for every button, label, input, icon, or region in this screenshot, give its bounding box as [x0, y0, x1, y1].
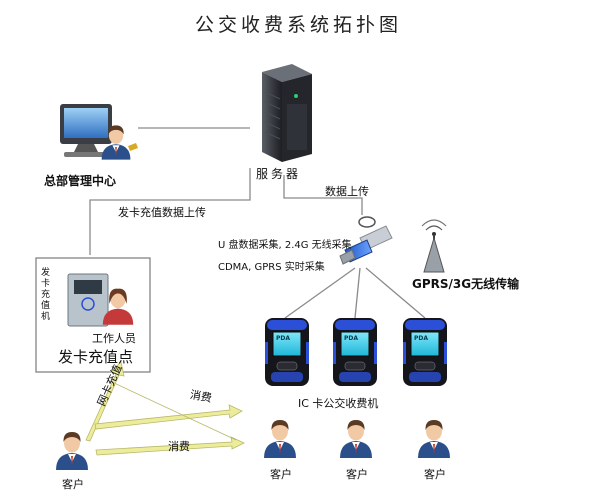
staff-label: 工作人员 [92, 332, 136, 345]
consume-label-2: 消费 [168, 440, 190, 453]
hq-computer-icon [60, 104, 138, 160]
consume-arrow-1 [94, 404, 243, 430]
line-usb-terminal-2 [354, 267, 361, 319]
line-usb-terminal-1 [284, 267, 356, 319]
antenna-icon [421, 219, 447, 273]
terminal-screen-text-1: PDA [276, 335, 291, 342]
terminal-screen-text-2: PDA [344, 335, 359, 342]
recharge-point-box [35, 257, 151, 373]
terminal-screen-text-3: PDA [414, 335, 429, 342]
usb-collect-label-2: CDMA, GPRS 实时采集 [218, 262, 325, 273]
customer-label-4: 客户 [424, 468, 446, 481]
bus-terminal-1 [264, 317, 310, 387]
line-server-recharge [89, 168, 251, 255]
server-icon [262, 64, 312, 162]
usb-drive-icon [339, 216, 393, 265]
upload-label: 数据上传 [325, 185, 369, 198]
line-server-usb [283, 175, 363, 215]
recharge-upload-label: 发卡充值数据上传 [118, 206, 206, 219]
customer-person-2 [264, 420, 296, 458]
customer-label-3: 客户 [346, 468, 368, 481]
bus-terminal-3 [402, 317, 448, 387]
online-recharge-arrow [85, 361, 125, 442]
hq-label: 总部管理中心 [44, 174, 117, 188]
server-label: 服务器 [256, 167, 302, 181]
connection-lines [89, 127, 426, 319]
usb-collect-label-1: U 盘数据采集, 2.4G 无线采集 [218, 240, 352, 251]
recharge-point-label: 发卡充值点 [58, 348, 134, 366]
bus-terminal-2 [332, 317, 378, 387]
customer-label-1: 客户 [62, 478, 84, 491]
page-title: 公交收费系统拓扑图 [194, 14, 402, 36]
customer-person-4 [418, 420, 450, 458]
wireless-label: GPRS/3G无线传输 [412, 277, 520, 291]
customer-person-3 [340, 420, 372, 458]
customer-person-1 [56, 432, 88, 470]
consume-arrow-2 [95, 436, 245, 456]
recharge-device-label: 发卡充值机 [41, 268, 51, 322]
terminals-label: IC 卡公交收费机 [298, 397, 379, 410]
line-usb-terminal-3 [365, 267, 426, 319]
customer-label-2: 客户 [270, 468, 292, 481]
arrows [85, 361, 245, 456]
